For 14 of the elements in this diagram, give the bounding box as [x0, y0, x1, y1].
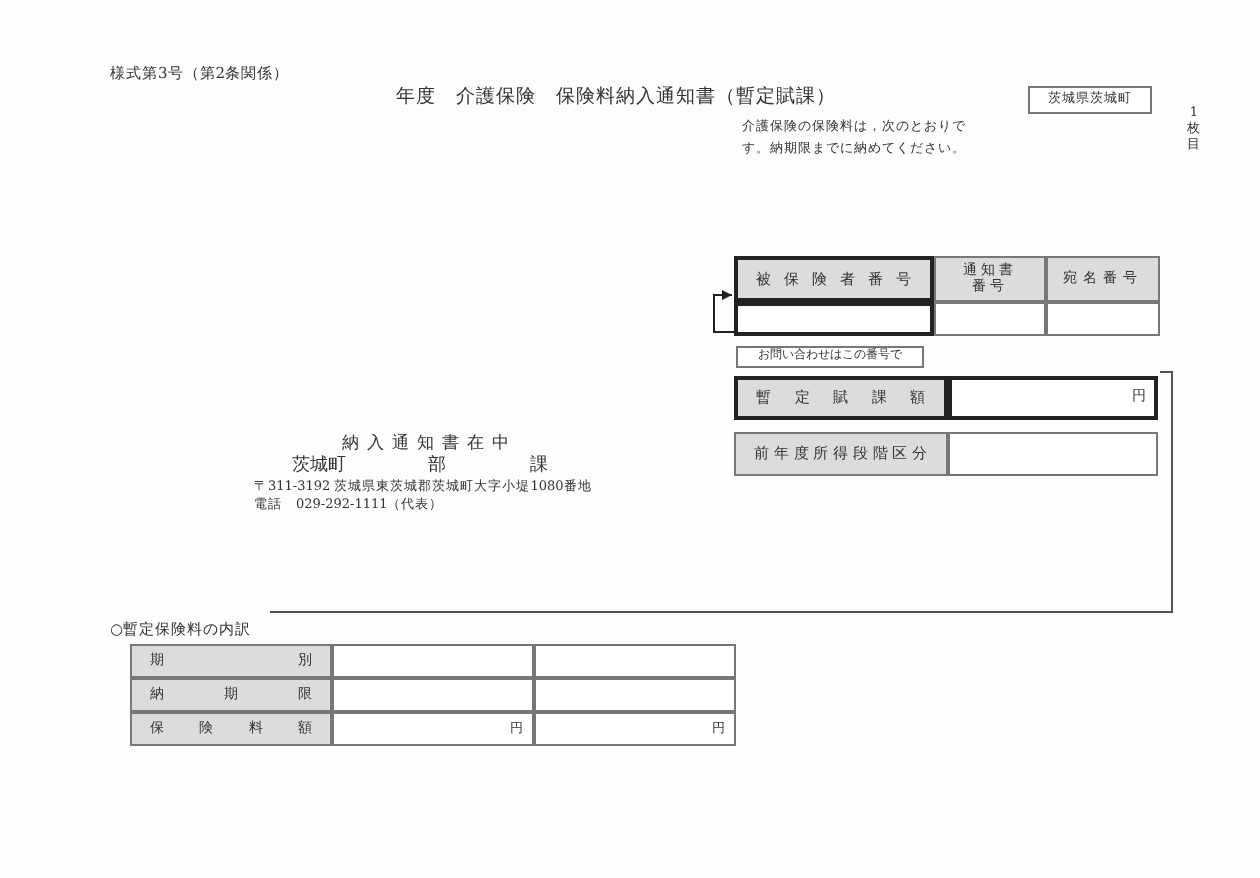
- office-name: 課: [530, 456, 548, 479]
- arrow: [713, 290, 735, 333]
- enclosure-text: 納入通知書在中: [342, 434, 517, 455]
- table-cell: [934, 302, 1046, 336]
- table-cell: [332, 678, 534, 712]
- table-cell: [948, 432, 1158, 476]
- office-name: 茨城町: [292, 456, 346, 479]
- table-cell: [734, 302, 934, 336]
- table-cell: [534, 644, 736, 678]
- table-cell: [534, 678, 736, 712]
- form-title: 年度 介護保険 保険料納入通知書（暫定賦課）: [396, 86, 836, 110]
- table-cell: [332, 644, 534, 678]
- table-cell: [1046, 302, 1160, 336]
- office-name: 部: [428, 456, 446, 479]
